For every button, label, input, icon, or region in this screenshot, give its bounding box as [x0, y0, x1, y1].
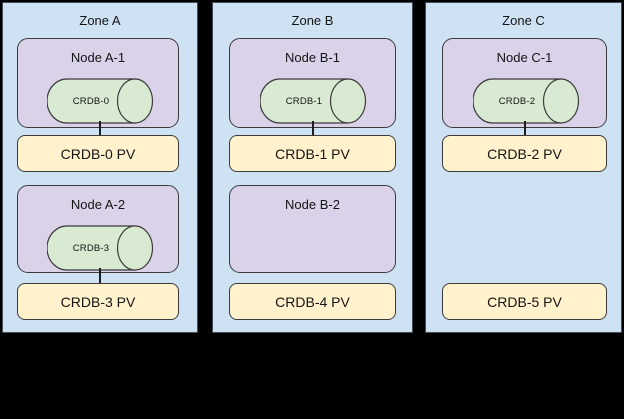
pv-crdb-5: CRDB-5 PV	[442, 283, 607, 320]
cylinder-icon	[260, 78, 367, 124]
node-a-1-label: Node A-1	[70, 50, 126, 65]
node-b-1-label: Node B-1	[285, 50, 340, 65]
pv-crdb-2: CRDB-2 PV	[442, 135, 607, 172]
zone-b: Zone B Node B-1 CRDB-1 CRDB-1 PV Node B-…	[212, 2, 413, 333]
node-a-1: Node A-1 CRDB-0	[17, 38, 179, 128]
cylinder-crdb-2: CRDB-2	[473, 78, 580, 124]
node-a-2-label: Node A-2	[70, 197, 126, 212]
cylinder-icon	[473, 78, 580, 124]
pv-crdb-3: CRDB-3 PV	[17, 283, 179, 320]
zone-a-label: Zone A	[79, 13, 121, 28]
pv-crdb-1: CRDB-1 PV	[229, 135, 396, 172]
zone-c: Zone C Node C-1 CRDB-2 CRDB-2 PV CRDB-5 …	[425, 2, 622, 333]
node-b-2-label: Node B-2	[285, 197, 340, 212]
connector-crdb-3-to-pv	[99, 268, 101, 284]
cylinder-crdb-0-label: CRDB-0	[72, 95, 110, 107]
pv-crdb-5-label: CRDB-5 PV	[487, 293, 562, 310]
cylinder-crdb-3-label: CRDB-3	[72, 242, 110, 254]
node-a-2: Node A-2 CRDB-3	[17, 185, 179, 273]
pv-crdb-0-label: CRDB-0 PV	[60, 145, 136, 162]
node-c-1-label: Node C-1	[496, 50, 553, 65]
pv-crdb-4: CRDB-4 PV	[229, 283, 396, 320]
cylinder-icon	[47, 225, 154, 271]
cylinder-crdb-1-label: CRDB-1	[285, 95, 323, 107]
cylinder-crdb-2-label: CRDB-2	[498, 95, 536, 107]
cylinder-crdb-1: CRDB-1	[260, 78, 367, 124]
node-b-1: Node B-1 CRDB-1	[229, 38, 396, 128]
pv-crdb-3-label: CRDB-3 PV	[60, 293, 136, 310]
pv-crdb-2-label: CRDB-2 PV	[487, 145, 562, 162]
connector-crdb-0-to-pv	[99, 121, 101, 136]
zone-a: Zone A Node A-1 CRDB-0 CRDB-0 PV Node A-…	[2, 2, 198, 333]
node-b-2: Node B-2	[229, 185, 396, 273]
node-c-1: Node C-1 CRDB-2	[442, 38, 607, 128]
pv-crdb-1-label: CRDB-1 PV	[275, 145, 350, 162]
zone-b-label: Zone B	[291, 13, 334, 28]
pv-crdb-0: CRDB-0 PV	[17, 135, 179, 172]
connector-crdb-2-to-pv	[524, 121, 526, 136]
zone-c-label: Zone C	[502, 13, 545, 28]
connector-crdb-1-to-pv	[312, 121, 314, 136]
cylinder-icon	[47, 78, 154, 124]
pv-crdb-4-label: CRDB-4 PV	[275, 293, 350, 310]
cylinder-crdb-3: CRDB-3	[47, 225, 154, 271]
cylinder-crdb-0: CRDB-0	[47, 78, 154, 124]
